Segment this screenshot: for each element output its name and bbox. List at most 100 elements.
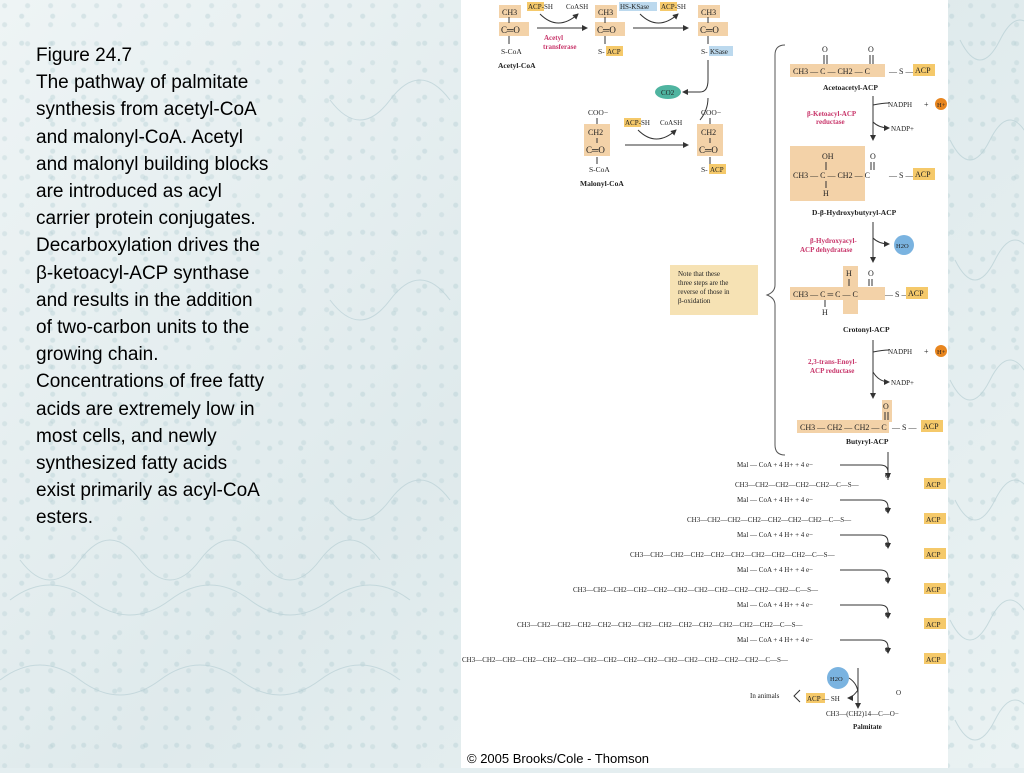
- pathway-diagram: CH3 C═O S-CoA Acetyl-CoA ACP-SH CoASH Ac…: [462, 2, 947, 731]
- acp-tag: ACP: [926, 655, 941, 664]
- svg-text:ACP: ACP: [915, 66, 931, 75]
- caption-line: The pathway of palmitate: [36, 72, 249, 94]
- acetyl-coa-label: Acetyl-CoA: [498, 61, 536, 70]
- pathway-figure: CH3 C═O S-CoA Acetyl-CoA ACP-SH CoASH Ac…: [461, 0, 948, 768]
- reagent-nadph-2: NADPH: [888, 348, 912, 356]
- mal-coa-step: Mal — CoA + 4 H+ + 4 e−: [737, 461, 813, 469]
- in-animals-label: In animals: [750, 692, 780, 700]
- svg-text:O: O: [868, 45, 874, 54]
- chain-formula: CH3—CH2—CH2—CH2—CH2—CH2—CH2—C—S—: [687, 516, 852, 524]
- caption-line: most cells, and newly: [36, 425, 217, 447]
- svg-text:KSase: KSase: [710, 48, 728, 56]
- caption-line: acids are extremely low in: [36, 398, 255, 420]
- svg-text:C═O: C═O: [586, 145, 605, 155]
- svg-text:COO−: COO−: [701, 108, 721, 117]
- reagent-h2o: H2O: [896, 243, 909, 250]
- figure-caption: Figure 24.7 The pathway of palmitate syn…: [36, 42, 321, 532]
- svg-text:H: H: [822, 308, 828, 317]
- svg-text:— S —: — S —: [891, 423, 917, 432]
- reagent-nadp: NADP+: [891, 125, 914, 133]
- hydroxybutyryl-acp-label: D-β-Hydroxybutyryl-ACP: [812, 208, 897, 217]
- note-line: three steps are the: [678, 279, 728, 287]
- reagent-acp-sh-2: ACP-SH: [661, 3, 686, 11]
- svg-text:— S —: — S —: [888, 67, 914, 76]
- svg-text:CH3 — C — CH2 — C: CH3 — C — CH2 — C: [793, 67, 870, 76]
- mal-coa-step: Mal — CoA + 4 H+ + 4 e−: [737, 636, 813, 644]
- caption-line: and malonyl-CoA. Acetyl: [36, 126, 243, 148]
- svg-text:+: +: [924, 347, 929, 356]
- co2-bubble: [655, 85, 681, 99]
- note-line: reverse of those in: [678, 288, 730, 296]
- svg-text:S-: S-: [701, 165, 708, 174]
- svg-text:O: O: [868, 269, 874, 278]
- h-plus-bubble-2: [935, 345, 947, 357]
- caption-line: growing chain.: [36, 344, 159, 366]
- svg-text:CH3 — C ═ C — C: CH3 — C ═ C — C: [793, 290, 858, 299]
- svg-text:ACP: ACP: [710, 166, 724, 174]
- chain-formula: CH3—CH2—CH2—CH2—CH2—CH2—CH2—CH2—CH2—CH2—…: [517, 621, 803, 629]
- svg-text:H: H: [846, 269, 852, 278]
- caption-line: synthesized fatty acids: [36, 453, 228, 475]
- svg-text:CH3: CH3: [502, 8, 517, 17]
- palmitate-formula: CH3—(CH2)14—C—O−: [826, 710, 899, 718]
- figure-label: Figure 24.7: [36, 45, 133, 66]
- elongation-cycles: Mal — CoA + 4 H+ + 4 e− O CH3—CH2—CH2—CH…: [462, 452, 946, 664]
- svg-text:O: O: [870, 152, 876, 161]
- acetyl-coa-structure: CH3 C═O S-CoA Acetyl-CoA: [498, 5, 536, 70]
- reagent-h2o-2: H2O: [830, 676, 843, 683]
- caption-line: Decarboxylation drives the: [36, 235, 260, 257]
- svg-text:COO−: COO−: [588, 108, 608, 117]
- svg-text:O: O: [896, 689, 901, 697]
- svg-text:O: O: [822, 45, 828, 54]
- svg-text:O: O: [885, 472, 890, 480]
- svg-text:S-: S-: [598, 47, 605, 56]
- svg-text:O: O: [885, 576, 890, 584]
- acp-tag: ACP: [926, 515, 941, 524]
- caption-line: Concentrations of free fatty: [36, 371, 265, 393]
- malonyl-coa-label: Malonyl-CoA: [580, 179, 624, 188]
- svg-text:CH3: CH3: [701, 8, 716, 17]
- svg-text:ACP: ACP: [915, 170, 931, 179]
- svg-text:OH: OH: [822, 152, 834, 161]
- caption-line: are introduced as acyl: [36, 181, 222, 203]
- reagent-coash-2: CoASH: [660, 119, 682, 127]
- acp-sh-product: ACP — SH: [807, 695, 840, 703]
- note-line: Note that these: [678, 270, 720, 278]
- acp-tag: ACP: [926, 550, 941, 559]
- chain-formula: CH3—CH2—CH2—CH2—CH2—CH2—CH2—CH2—CH2—CH2—…: [462, 656, 789, 664]
- caption-line: synthesis from acetyl-CoA: [36, 99, 257, 121]
- acp-tag: ACP: [926, 480, 941, 489]
- chain-formula: CH3—CH2—CH2—CH2—CH2—CH2—CH2—CH2—CH2—C—S—: [630, 551, 836, 559]
- mal-coa-step: Mal — CoA + 4 H+ + 4 e−: [737, 601, 813, 609]
- h2o-bubble: [894, 235, 914, 255]
- svg-text:ACP: ACP: [607, 48, 621, 56]
- acetoacetyl-acp-label: Acetoacetyl-ACP: [823, 83, 878, 92]
- svg-text:ACP: ACP: [908, 289, 924, 298]
- svg-text:CH2: CH2: [701, 128, 716, 137]
- caption-line: of two-carbon units to the: [36, 317, 250, 339]
- acp-tag: ACP: [926, 585, 941, 594]
- svg-text:— S —: — S —: [884, 290, 910, 299]
- caption-line: and results in the addition: [36, 289, 253, 311]
- reagent-nadph: NADPH: [888, 101, 912, 109]
- caption-line: carrier protein conjugates.: [36, 208, 256, 230]
- svg-text:O: O: [885, 506, 890, 514]
- svg-text:C═O: C═O: [699, 145, 718, 155]
- svg-text:CH3 — CH2 — CH2 — C: CH3 — CH2 — CH2 — C: [800, 423, 887, 432]
- svg-text:O: O: [885, 646, 890, 654]
- reagent-h-plus: H+: [937, 102, 946, 109]
- caption-line: β-ketoacyl-ACP synthase: [36, 262, 250, 284]
- svg-text:ACP: ACP: [923, 422, 939, 431]
- svg-text:O: O: [885, 611, 890, 619]
- mal-coa-step: Mal — CoA + 4 H+ + 4 e−: [737, 566, 813, 574]
- caption-line: esters.: [36, 507, 94, 529]
- enzyme-hydroxyacyl-dehydratase: β-Hydroxyacyl-ACP dehydratase: [800, 237, 857, 254]
- svg-text:CH3 — C — CH2 — C: CH3 — C — CH2 — C: [793, 171, 870, 180]
- butyryl-acp-label: Butyryl-ACP: [846, 437, 889, 446]
- copyright-notice: © 2005 Brooks/Cole - Thomson: [467, 751, 650, 766]
- svg-text:+: +: [924, 100, 929, 109]
- reagent-nadp-2: NADP+: [891, 379, 914, 387]
- acp-tag: ACP: [926, 620, 941, 629]
- svg-text:H: H: [823, 189, 829, 198]
